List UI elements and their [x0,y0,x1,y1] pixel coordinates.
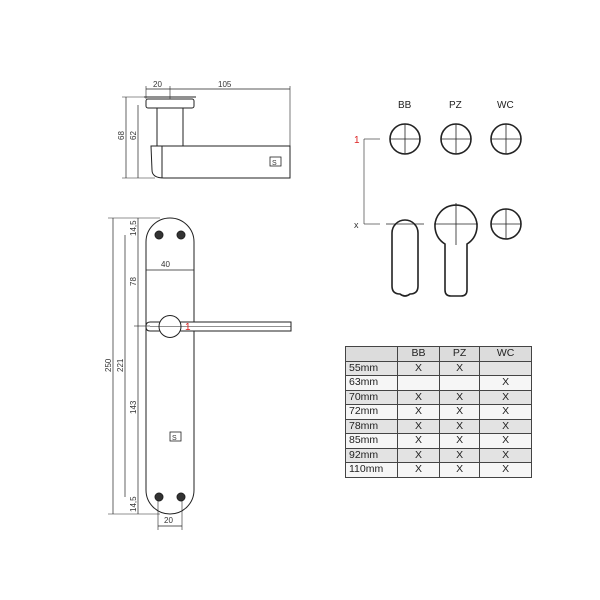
side-view [122,86,291,179]
header-blank [345,346,398,362]
cell-bb: X [397,418,440,434]
side-logo: S [269,156,282,167]
cell-bb [397,375,440,391]
cell-bb: X [397,433,440,449]
row-size: 78mm [345,418,398,434]
cell-pz: X [438,389,481,405]
dim-label-78: 78 [129,277,138,286]
table-row: 78mm X X X [345,418,532,434]
table-row: 70mm X X X [345,389,532,405]
cell-wc: X [479,418,532,434]
row-size: 70mm [345,389,398,405]
cell-bb: X [397,462,440,478]
cell-pz: X [438,462,481,478]
cell-bb: X [397,360,440,376]
hole-types [363,123,522,297]
row-size: 72mm [345,404,398,420]
dim-label-62: 62 [129,131,138,140]
keyhole-bb [391,219,419,297]
screw-bottom-left [154,492,164,502]
marker-top-label: 1 [354,135,360,146]
dim-label-14-5-bottom: 14,5 [129,496,138,512]
cell-wc: X [479,447,532,463]
cell-pz [438,375,481,391]
header-pz: PZ [438,346,481,362]
dim-label-68: 68 [117,131,126,140]
dim-label-20: 20 [153,80,162,89]
screw-bottom-right [176,492,186,502]
table-row: 110mm X X X [345,462,532,478]
cell-pz: X [438,360,481,376]
table-row: 63mm X [345,375,532,391]
cell-wc: X [479,462,532,478]
dim-label-40: 40 [161,260,170,269]
hole-label-pz: PZ [449,100,462,111]
front-logo: S [169,431,182,442]
table-row: 72mm X X X [345,404,532,420]
header-bb: BB [397,346,440,362]
cell-pz: X [438,433,481,449]
cell-wc [479,360,532,376]
cylinder-pz [434,204,478,297]
cell-wc: X [479,389,532,405]
dim-label-20-bottom: 20 [164,516,173,525]
dim-label-250: 250 [104,358,113,372]
cell-bb: X [397,389,440,405]
side-neck [156,107,184,147]
backplate [145,217,195,515]
front-view [108,217,292,530]
hole-label-wc: WC [497,100,514,111]
side-rose [145,98,195,109]
marker-bottom-label: x [354,220,359,230]
spec-table: BB PZ WC 55mm X X 63mm X 70mm X X X 72mm… [345,346,532,478]
cell-pz: X [438,404,481,420]
cell-pz: X [438,418,481,434]
hole-label-bb: BB [398,100,412,111]
front-center-marker: 1 [185,322,191,333]
row-size: 92mm [345,447,398,463]
table-row: 55mm X X [345,360,532,376]
cell-wc: X [479,375,532,391]
row-size: 55mm [345,360,398,376]
cell-wc: X [479,404,532,420]
header-wc: WC [479,346,532,362]
row-size: 110mm [345,462,398,478]
screw-top-right [176,230,186,240]
table-row: 85mm X X X [345,433,532,449]
dim-label-14-5-top: 14,5 [129,220,138,236]
cell-bb: X [397,447,440,463]
row-size: 63mm [345,375,398,391]
screw-top-left [154,230,164,240]
row-size: 85mm [345,433,398,449]
dim-label-221: 221 [116,358,125,372]
cell-bb: X [397,404,440,420]
front-logo-text: S [172,435,177,442]
table-row: 92mm X X X [345,447,532,463]
dim-label-143: 143 [129,400,138,414]
dim-label-105: 105 [218,80,232,89]
cell-pz: X [438,447,481,463]
side-logo-text: S [272,160,277,167]
side-handle-bar [150,145,291,179]
cell-wc: X [479,433,532,449]
spec-table-header: BB PZ WC [345,346,532,362]
